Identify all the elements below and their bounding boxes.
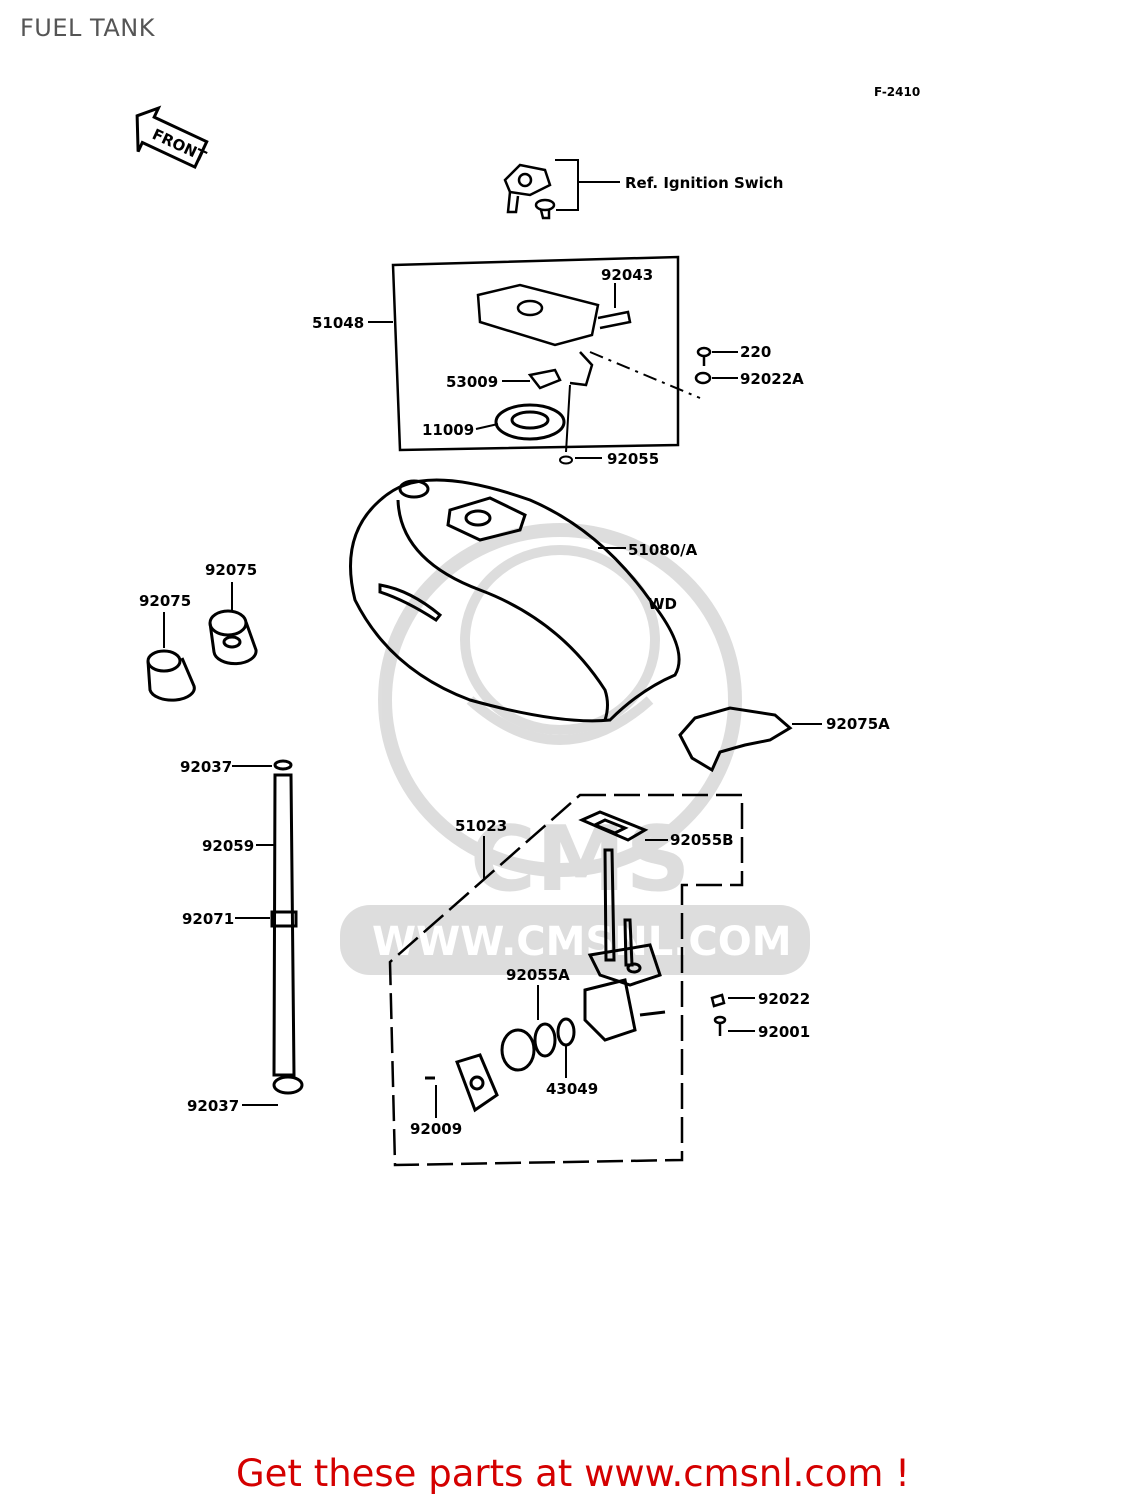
label-92009: 92009 (410, 1120, 462, 1138)
label-11009: 11009 (422, 421, 474, 439)
label-92037-bottom: 92037 (187, 1097, 239, 1115)
cap-assembly-frame (391, 255, 680, 452)
cap-gasket-icon (494, 403, 566, 441)
screw-220-icon (694, 346, 712, 385)
ignition-ref-bracket (555, 159, 620, 211)
label-51048: 51048 (312, 314, 364, 332)
fuel-cock-icon (425, 810, 666, 1113)
label-92022A: 92022A (740, 370, 804, 388)
page-title: FUEL TANK (20, 14, 155, 42)
screw-92022-icon (710, 993, 727, 1036)
label-220: 220 (740, 343, 771, 361)
label-51080A: 51080/A (628, 541, 698, 559)
ignition-switch-icon (503, 163, 556, 220)
damper-rear-icon (678, 706, 793, 773)
label-92001: 92001 (758, 1023, 810, 1041)
label-92055: 92055 (607, 450, 659, 468)
cms-watermark: CMS WWW.CMSNL.COM (340, 523, 810, 975)
fuel-tank-icon (349, 478, 681, 723)
figure-id: F-2410 (874, 85, 920, 99)
label-51023: 51023 (455, 817, 507, 835)
label-92071: 92071 (182, 910, 234, 928)
get-parts-link[interactable]: Get these parts at www.cmsnl.com ! (235, 1452, 910, 1495)
label-92055A: 92055A (506, 966, 570, 984)
label-92059: 92059 (202, 837, 254, 855)
label-53009: 53009 (446, 373, 498, 391)
damper-left-icon (146, 649, 196, 702)
leader-11009 (475, 423, 499, 430)
label-wd: WD (648, 595, 677, 613)
o-ring-icon (559, 455, 573, 465)
label-92055B: 92055B (670, 831, 734, 849)
label-92075A: 92075A (826, 715, 890, 733)
damper-top-icon (208, 609, 258, 666)
label-92043: 92043 (601, 266, 653, 284)
cap-screw-line (589, 351, 701, 399)
label-92022: 92022 (758, 990, 810, 1008)
ignition-ref-label: Ref. Ignition Swich (625, 174, 783, 192)
fuel-cap-icon (476, 283, 632, 390)
leader-92055 (565, 384, 602, 459)
label-92075-left: 92075 (139, 592, 191, 610)
label-92075-top: 92075 (205, 561, 257, 579)
watermark-url: WWW.CMSNL.COM (372, 919, 792, 965)
fuel-cock-frame (388, 793, 744, 1167)
front-arrow-icon: FRONT (135, 105, 210, 170)
label-92037-top: 92037 (180, 758, 232, 776)
label-43049: 43049 (546, 1080, 598, 1098)
fuel-hose-icon (270, 759, 304, 1095)
